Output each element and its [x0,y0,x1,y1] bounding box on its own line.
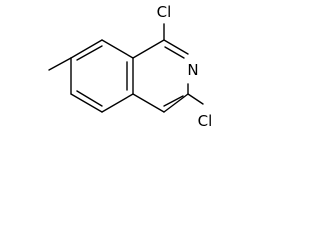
bond-c3-cl [187,93,204,105]
bond-c8-c8a [101,39,134,59]
bond-inner-c1-n [164,46,185,59]
bond-inner-c5-c6 [76,90,103,107]
atom-labels: Cl N Cl [157,3,213,130]
atom-label-cl-top: Cl [157,3,172,21]
bond-methyl [48,57,72,71]
bond-c7-c8 [70,39,103,59]
bond-c8a-c1 [132,39,165,59]
bonds [48,23,204,113]
bond-inner-c3-c4 [163,95,184,107]
bond-c4a-c5 [101,93,134,113]
molecule-canvas: Cl N Cl [0,0,222,138]
atom-label-cl-bottom: Cl [198,112,213,130]
structure-diagram: Cl N Cl [48,3,213,130]
bond-c4-c4a [132,93,165,113]
bond-c3-c4 [163,93,189,113]
bond-inner-c7-c8 [76,45,103,61]
atom-label-n: N [187,61,198,79]
bond-c5-c6 [70,93,103,113]
bond-c1-n [163,39,189,55]
